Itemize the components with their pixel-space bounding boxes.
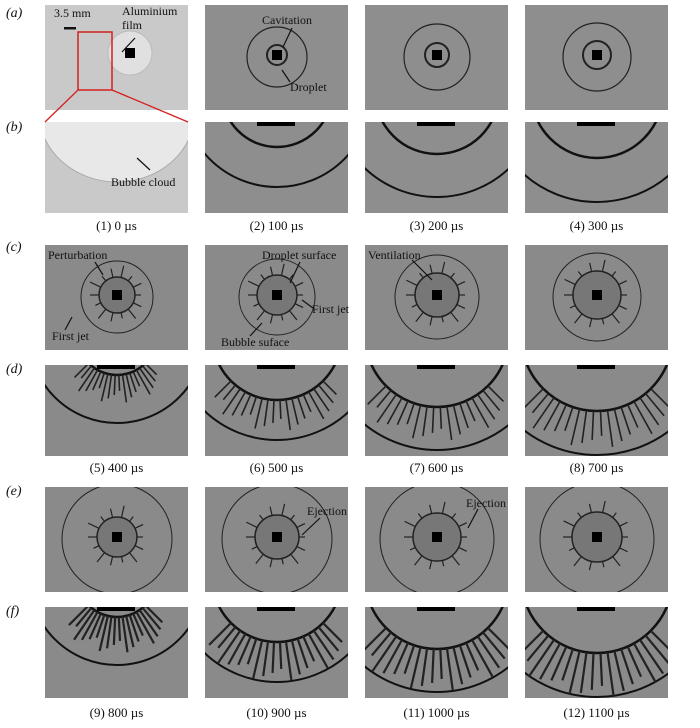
frame-zoom-4 — [525, 122, 668, 213]
caption-10: (10) 900 µs — [246, 705, 307, 720]
caption-11: (11) 1000 µs — [403, 705, 470, 720]
frame-image-6 — [205, 245, 348, 350]
aluminium-label: Aluminium — [122, 4, 178, 18]
caption-12: (12) 1100 µs — [563, 705, 630, 720]
row-label-a: (a) — [6, 6, 23, 21]
ventilation-label: Ventilation — [368, 248, 421, 262]
frame-image-7 — [365, 245, 508, 350]
caption-6: (6) 500 µs — [249, 460, 304, 475]
caption-9: (9) 800 µs — [89, 705, 144, 720]
droplet-label: Droplet — [290, 80, 327, 94]
frame-zoom-6 — [205, 365, 348, 456]
caption-5: (5) 400 µs — [89, 460, 144, 475]
first-jet-label-1: First jet — [52, 329, 90, 343]
frame-image-12 — [525, 487, 668, 592]
frame-zoom-2 — [205, 122, 348, 213]
caption-2: (2) 100 µs — [249, 218, 304, 233]
row-label-b: (b) — [6, 120, 23, 135]
frame-zoom-11 — [365, 607, 508, 698]
frame-image-11 — [365, 487, 508, 592]
first-jet-label-2: First jet — [312, 302, 350, 316]
frame-zoom-12 — [525, 607, 668, 698]
frame-zoom-10 — [205, 607, 348, 698]
caption-3: (3) 200 µs — [409, 218, 464, 233]
caption-8: (8) 700 µs — [569, 460, 624, 475]
scale-label: 3.5 mm — [54, 6, 91, 20]
frame-image-10 — [205, 487, 348, 592]
frame-zoom-9 — [45, 607, 188, 698]
film-label: film — [122, 18, 142, 32]
frame-zoom-7 — [365, 365, 508, 456]
row-label-d: (d) — [6, 362, 23, 377]
frame-image-8 — [525, 245, 668, 350]
row-label-f: (f) — [6, 604, 20, 619]
bubble-cloud-label: Bubble cloud — [111, 175, 176, 189]
droplet-surface-label: Droplet surface — [262, 248, 337, 262]
caption-4: (4) 300 µs — [569, 218, 624, 233]
frame-zoom-1 — [45, 122, 188, 213]
frame-image-2 — [205, 5, 348, 110]
frame-zoom-8 — [525, 365, 668, 456]
caption-7: (7) 600 µs — [409, 460, 464, 475]
frame-image-3 — [365, 5, 508, 110]
frame-image-9 — [45, 487, 188, 592]
cavitation-label: Cavitation — [262, 13, 312, 27]
frame-zoom-3 — [365, 122, 508, 213]
row-label-c: (c) — [6, 240, 22, 255]
ejection-label-1: Ejection — [307, 504, 347, 518]
caption-1: (1) 0 µs — [96, 218, 137, 233]
row-label-e: (e) — [6, 484, 22, 499]
frame-image-4 — [525, 5, 668, 110]
perturbation-label: Perturbation — [48, 248, 108, 262]
frame-image-5 — [45, 245, 188, 350]
bubble-surface-label: Bubble suface — [221, 335, 290, 349]
frame-zoom-5 — [45, 365, 188, 456]
ejection-label-2: Ejection — [466, 496, 506, 510]
